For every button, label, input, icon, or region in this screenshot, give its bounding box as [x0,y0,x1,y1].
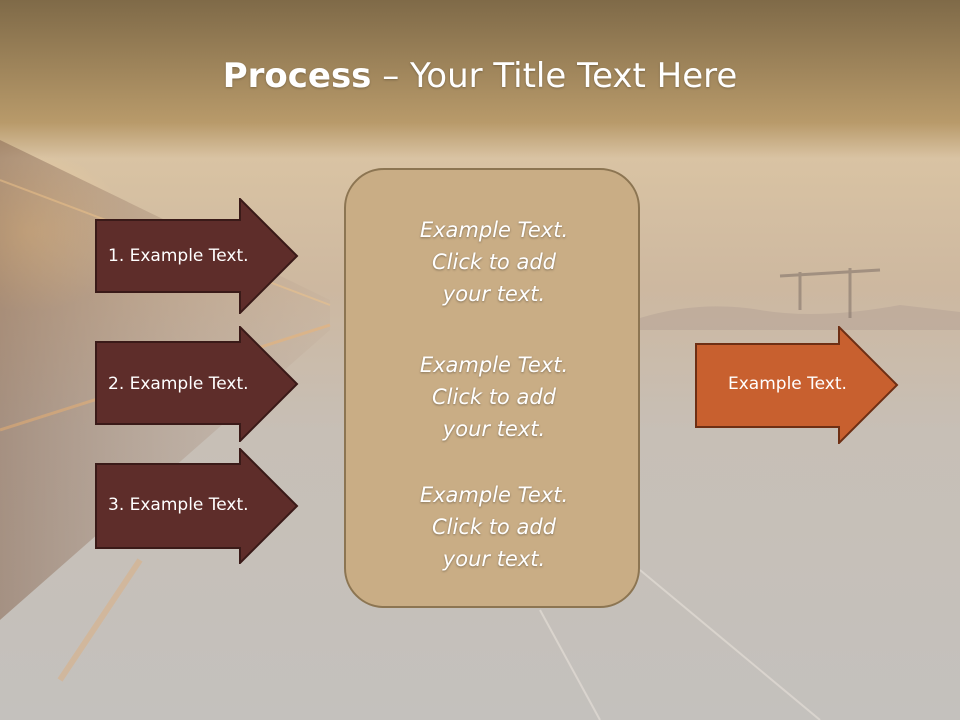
result-arrow[interactable]: Example Text. [695,326,899,444]
title-bold-part: Process [222,56,372,96]
process-arrow-3[interactable]: 3. Example Text. [95,448,299,564]
arrow-shape-icon [695,326,899,444]
center-text-block-1: Example Text. Click to add your text. [346,214,642,310]
center-text-block-2: Example Text. Click to add your text. [346,349,642,445]
center-text-line: your text. [442,417,546,441]
title-rest-part: – Your Title Text Here [371,56,738,96]
center-text-box[interactable]: Example Text. Click to add your text. Ex… [344,168,640,608]
arrow-shape-icon [95,448,299,564]
process-arrow-1[interactable]: 1. Example Text. [95,198,299,314]
arrow-shape-icon [95,326,299,442]
center-text-line: Click to add [431,385,556,409]
arrow-1-label: 1. Example Text. [108,246,249,266]
result-arrow-label: Example Text. [728,374,847,394]
arrow-shape-icon [95,198,299,314]
slide-title: Process – Your Title Text Here [0,52,960,100]
center-text-line: Example Text. [419,218,569,242]
center-text-line: Click to add [431,515,556,539]
center-text-line: Example Text. [419,483,569,507]
arrow-3-label: 3. Example Text. [108,495,249,515]
center-text-block-3: Example Text. Click to add your text. [346,479,642,575]
center-text-line: your text. [442,282,546,306]
arrow-2-label: 2. Example Text. [108,374,249,394]
process-arrow-2[interactable]: 2. Example Text. [95,326,299,442]
center-text-line: your text. [442,547,546,571]
center-text-line: Click to add [431,250,556,274]
center-text-line: Example Text. [419,353,569,377]
